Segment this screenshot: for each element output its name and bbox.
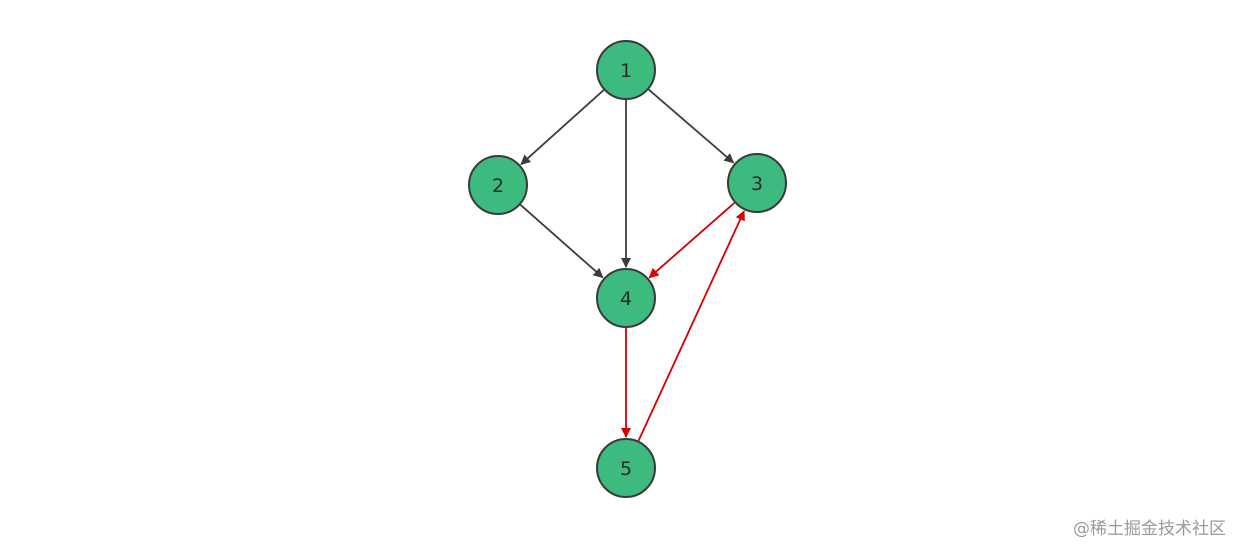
edge-1-to-3 <box>648 88 735 164</box>
node-label: 1 <box>620 60 632 82</box>
node-circle <box>596 438 656 498</box>
edge-3-to-4 <box>648 202 736 279</box>
node-4: 4 <box>596 268 656 328</box>
node-3: 3 <box>727 153 787 213</box>
node-circle <box>727 153 787 213</box>
edge-5-to-3 <box>637 210 745 442</box>
node-circle <box>596 268 656 328</box>
node-1: 1 <box>596 40 656 100</box>
node-label: 5 <box>620 458 632 480</box>
edge-1-to-2 <box>520 89 605 165</box>
watermark: @稀土掘金技术社区 <box>1073 519 1226 539</box>
node-circle <box>596 40 656 100</box>
edge-2-to-4 <box>519 204 604 279</box>
node-label: 4 <box>620 288 632 310</box>
node-label: 2 <box>492 175 504 197</box>
edges-layer <box>519 88 745 442</box>
node-2: 2 <box>468 155 528 215</box>
node-label: 3 <box>751 173 763 195</box>
node-circle <box>468 155 528 215</box>
node-5: 5 <box>596 438 656 498</box>
nodes-layer: 1 2 3 4 5 <box>468 40 787 498</box>
